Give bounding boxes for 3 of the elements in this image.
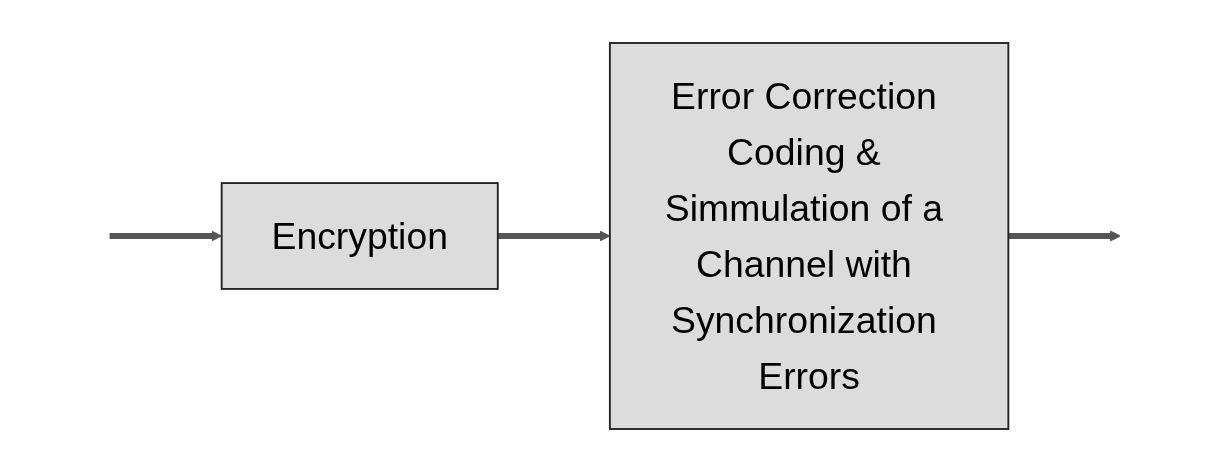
arrow [1008, 230, 1121, 242]
node-box: Error Correction Coding & Simmulation of a Channel with Synchronization Errors [608, 42, 1010, 430]
node-box: Encryption [220, 182, 499, 290]
